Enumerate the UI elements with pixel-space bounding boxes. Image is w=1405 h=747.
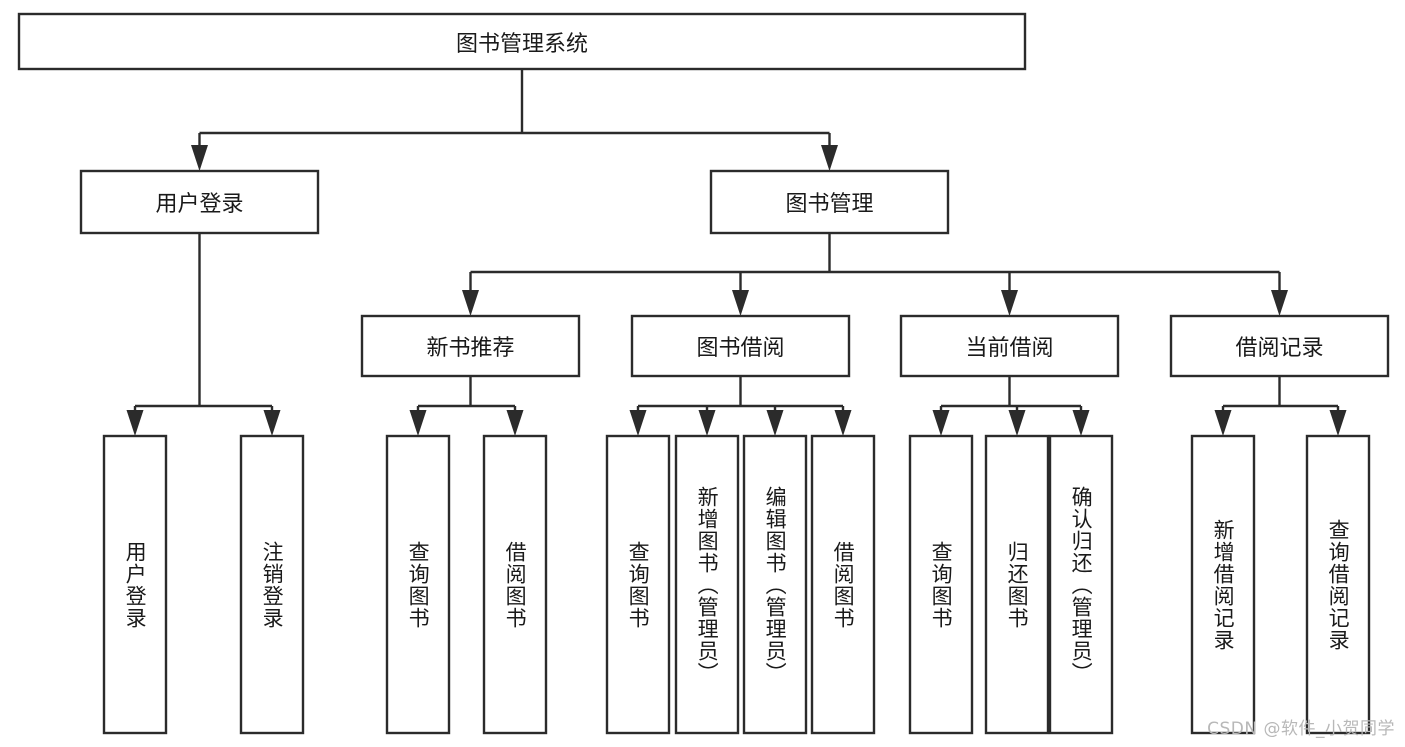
connector-edge-userlogin-to-leaves [126, 233, 281, 436]
node-leaf-return-book[interactable] [984, 434, 1050, 735]
node-leaf-edit-book-admin[interactable] [742, 434, 808, 735]
node-leaf-add-borrow-record[interactable] [1190, 434, 1256, 735]
node-box-leaf-user-logout [239, 434, 305, 735]
node-box-leaf-rec-query-book [385, 434, 451, 735]
node-leaf-query-borrow-record[interactable] [1305, 434, 1371, 735]
node-box-leaf-borrow-book [810, 434, 876, 735]
node-box-leaf-return-book [984, 434, 1050, 735]
node-current-borrow[interactable] [899, 314, 1120, 378]
node-leaf-borrow-query-book[interactable] [605, 434, 671, 735]
connector-edge-borrowrecord-to-leaves [1214, 376, 1347, 436]
node-box-leaf-add-borrow-record [1190, 434, 1256, 735]
node-leaf-user-login[interactable] [102, 434, 168, 735]
node-leaf-rec-query-book[interactable] [385, 434, 451, 735]
node-box-leaf-confirm-return-admin [1048, 434, 1114, 735]
connector-edge-currentborrow-to-leaves [932, 376, 1090, 436]
node-box-root [17, 12, 1027, 71]
node-leaf-borrow-book[interactable] [810, 434, 876, 735]
node-borrow-record[interactable] [1169, 314, 1390, 378]
node-leaf-confirm-return-admin[interactable] [1048, 434, 1114, 735]
node-box-book-borrow [630, 314, 851, 378]
node-box-current-borrow [899, 314, 1120, 378]
node-box-book-manage [709, 169, 950, 235]
node-box-leaf-rec-borrow-book [482, 434, 548, 735]
node-box-leaf-add-book-admin [674, 434, 740, 735]
node-box-leaf-edit-book-admin [742, 434, 808, 735]
node-leaf-add-book-admin[interactable] [674, 434, 740, 735]
node-root[interactable] [17, 12, 1027, 71]
node-book-borrow[interactable] [630, 314, 851, 378]
watermark-text: CSDN @软件_小贺同学 [1207, 719, 1395, 739]
node-box-leaf-user-login [102, 434, 168, 735]
node-box-leaf-cur-query-book [908, 434, 974, 735]
node-box-leaf-borrow-query-book [605, 434, 671, 735]
connector-edge-root-to-level2 [191, 69, 838, 171]
connector-edge-bookborrow-to-leaves [629, 376, 852, 436]
node-new-book-rec[interactable] [360, 314, 581, 378]
node-box-new-book-rec [360, 314, 581, 378]
node-box-user-login [79, 169, 320, 235]
node-box-leaf-query-borrow-record [1305, 434, 1371, 735]
connector-edge-bookmanage-to-level3 [462, 233, 1288, 316]
node-book-manage[interactable] [709, 169, 950, 235]
connector-edge-newbook-to-leaves [409, 376, 524, 436]
node-user-login[interactable] [79, 169, 320, 235]
node-leaf-rec-borrow-book[interactable] [482, 434, 548, 735]
node-leaf-cur-query-book[interactable] [908, 434, 974, 735]
node-box-borrow-record [1169, 314, 1390, 378]
node-leaf-user-logout[interactable] [239, 434, 305, 735]
